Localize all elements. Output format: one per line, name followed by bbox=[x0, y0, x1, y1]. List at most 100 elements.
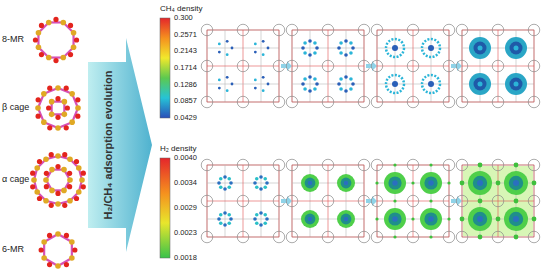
framework-line bbox=[292, 102, 364, 103]
beta-cage-site bbox=[528, 24, 540, 36]
ch4-density bbox=[339, 51, 343, 55]
ch4-density bbox=[428, 45, 434, 51]
colorbar-tick: 0.0429 bbox=[174, 114, 197, 122]
ch4-density bbox=[514, 46, 519, 51]
ch4-density bbox=[510, 78, 523, 91]
colorbar-tick: 0.0018 bbox=[174, 254, 197, 262]
eight-ring-silicon bbox=[36, 30, 42, 36]
ch4-density bbox=[313, 51, 317, 55]
framework-line bbox=[377, 102, 449, 103]
beta-cage-site bbox=[201, 96, 213, 108]
ch4-density bbox=[226, 53, 229, 56]
alpha-cage-silicon bbox=[67, 156, 73, 162]
h2-density bbox=[393, 163, 396, 166]
h2-density bbox=[259, 187, 263, 191]
h2-density bbox=[429, 163, 432, 166]
h2-density bbox=[255, 185, 259, 189]
beta-cage-site bbox=[286, 60, 298, 72]
ch4-density bbox=[478, 82, 483, 87]
beta-cage-site bbox=[407, 96, 419, 108]
h2-density bbox=[341, 178, 352, 189]
six-ring-oxygen bbox=[64, 233, 69, 238]
beta-cage-site bbox=[407, 159, 419, 171]
ch4-density bbox=[469, 73, 491, 95]
colorbar-tick: 0.0029 bbox=[174, 204, 197, 212]
h2-density bbox=[388, 212, 401, 225]
alpha-cage-oxygen bbox=[81, 184, 86, 189]
h2-density bbox=[388, 176, 401, 189]
ch4-density bbox=[303, 77, 307, 81]
framework-line bbox=[449, 165, 450, 237]
six-ring-oxygen bbox=[72, 247, 77, 252]
h2-density bbox=[253, 181, 257, 185]
h2-density bbox=[447, 217, 450, 220]
alpha-cage-silicon bbox=[79, 177, 85, 183]
beta-cage-site bbox=[286, 96, 298, 108]
h2-density bbox=[263, 221, 267, 225]
h2-density bbox=[504, 171, 528, 195]
beta-cage-oxygen bbox=[75, 97, 80, 102]
framework-line bbox=[261, 30, 262, 102]
alpha-cage-inner-silicon bbox=[61, 188, 67, 194]
eight-ring-silicon bbox=[60, 55, 66, 61]
ch4-density bbox=[339, 77, 343, 81]
six-ring-oxygen bbox=[47, 233, 52, 238]
h2-density bbox=[255, 221, 259, 225]
eight-ring-oxygen bbox=[33, 37, 38, 42]
alpha-cage-oxygen bbox=[62, 203, 67, 208]
six-ring-oxygen bbox=[39, 247, 44, 252]
ch4-density bbox=[510, 42, 523, 55]
ch4-density bbox=[313, 87, 317, 91]
ch4-density bbox=[226, 76, 229, 79]
h2-density bbox=[341, 214, 352, 225]
alpha-cage-inner-silicon bbox=[49, 188, 55, 194]
six-ring-silicon bbox=[69, 239, 75, 245]
h2-density bbox=[513, 216, 519, 222]
h2-density bbox=[468, 207, 492, 231]
h2-density bbox=[420, 208, 442, 230]
ch4-density bbox=[313, 77, 317, 81]
h2-density bbox=[513, 180, 519, 186]
ch4-density bbox=[218, 51, 221, 54]
h2-density bbox=[428, 216, 434, 222]
ch4-density bbox=[303, 41, 307, 45]
ch4-density bbox=[254, 87, 257, 90]
beta-cage-site bbox=[492, 159, 504, 171]
ch4-density bbox=[308, 89, 312, 93]
ch4-density bbox=[349, 51, 353, 55]
beta-cage-site bbox=[237, 231, 249, 243]
ch4-density bbox=[308, 75, 312, 79]
beta-cage-site bbox=[456, 195, 468, 207]
alpha-cage-inner-oxygen bbox=[67, 184, 72, 189]
alpha-cage-inner-oxygen bbox=[55, 191, 60, 196]
ch4-density bbox=[267, 83, 270, 86]
h2-density bbox=[392, 180, 398, 186]
beta-cage-site bbox=[528, 60, 540, 72]
eight-ring-silicon bbox=[46, 55, 52, 61]
beta-cage-site bbox=[201, 24, 213, 36]
ch4-density bbox=[478, 46, 483, 51]
ch4-density bbox=[308, 39, 312, 43]
panel-frame bbox=[207, 30, 279, 102]
framework-line bbox=[279, 165, 280, 237]
beta-cage-inner-silicon bbox=[49, 112, 55, 118]
structure-label: β cage bbox=[2, 103, 29, 113]
h2-density bbox=[255, 213, 259, 217]
ch4-density bbox=[226, 40, 229, 43]
eight-ring-oxygen bbox=[53, 58, 58, 63]
h2-density bbox=[229, 217, 233, 221]
ch4-density bbox=[262, 89, 265, 92]
ch4-density bbox=[254, 78, 257, 81]
h2-density bbox=[478, 199, 483, 204]
h2-density bbox=[301, 210, 319, 228]
density-panels bbox=[201, 24, 540, 243]
framework-line bbox=[462, 66, 534, 67]
ch4-density bbox=[226, 89, 229, 92]
alpha-cage-oxygen bbox=[74, 196, 79, 201]
h2-density bbox=[514, 199, 519, 204]
beta-cage-silicon bbox=[55, 125, 61, 131]
ch4-density bbox=[514, 82, 519, 87]
h2-density bbox=[219, 177, 223, 181]
beta-cage-site bbox=[443, 159, 455, 171]
